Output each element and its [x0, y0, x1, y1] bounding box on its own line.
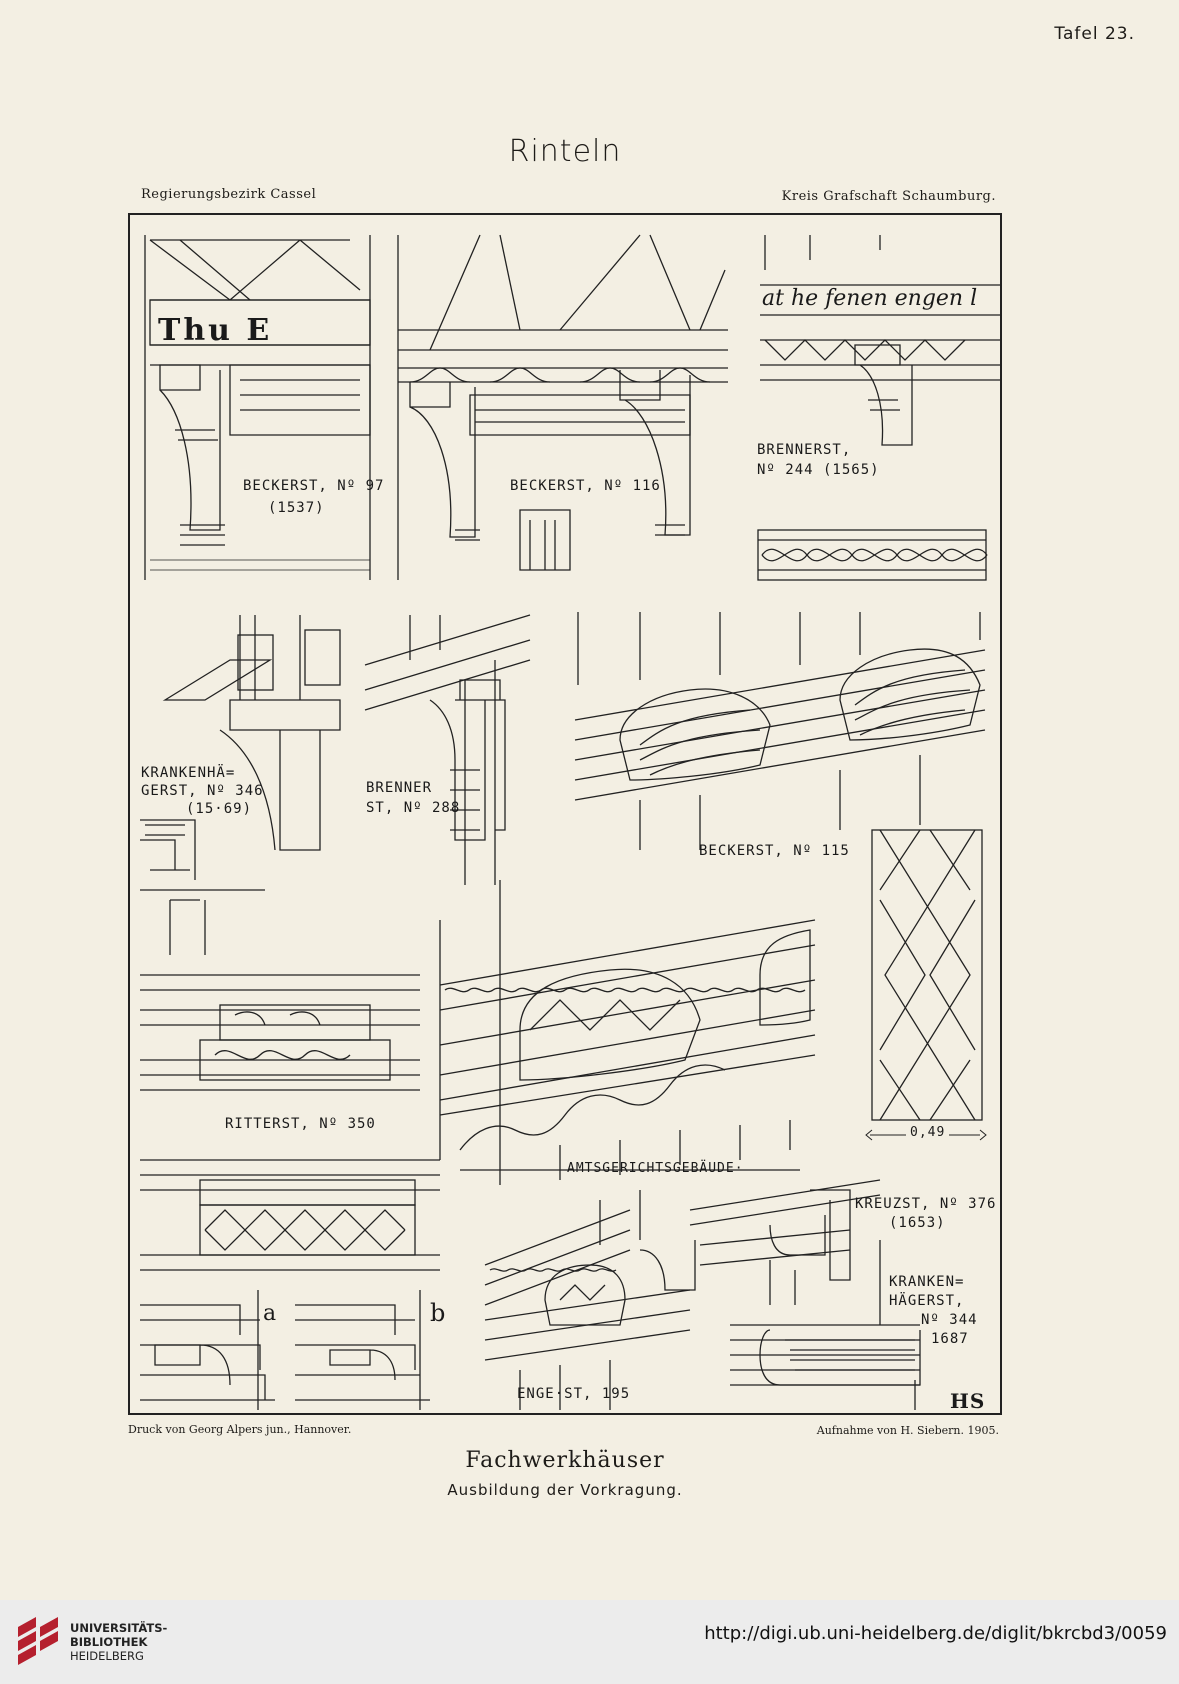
- drawing-beckerst-115: [574, 612, 986, 850]
- drawing-kreuzst-376: [689, 1179, 881, 1305]
- label-beckerst-97: BECKERST, Nº 97: [243, 478, 385, 494]
- region-left: Regierungsbezirk Cassel: [141, 187, 317, 202]
- label-detail-a: a: [263, 1301, 278, 1326]
- library-name-line3: HEIDELBERG: [70, 1649, 144, 1663]
- drawing-beckerst-97: [144, 235, 371, 580]
- drawing-amtsgericht: [439, 880, 816, 1185]
- label-brennerst-288-a: BRENNER: [366, 780, 433, 796]
- sheet-subtitle: Ausbildung der Vorkragung.: [447, 1481, 683, 1499]
- drawing-strip-0-49: [865, 829, 987, 1141]
- drawing-frame: [128, 213, 1002, 1415]
- label-krankenhaegerst-346-b: GERST, Nº 346: [141, 783, 264, 799]
- printer-credit: Druck von Georg Alpers jun., Hannover.: [128, 1423, 352, 1436]
- plate-number: Tafel 23.: [1054, 24, 1135, 44]
- region-right: Kreis Grafschaft Schaumburg.: [781, 189, 996, 204]
- label-ritterst-350: RITTERST, Nº 350: [225, 1116, 376, 1132]
- label-brennerst-288-b: ST, Nº 288: [366, 800, 461, 816]
- label-detail-b: b: [430, 1299, 447, 1327]
- drawing-details-a-b: [140, 1290, 430, 1410]
- label-enge-st-195: ENGE·ST, 195: [517, 1386, 631, 1402]
- survey-credit: Aufnahme von H. Siebern. 1905.: [816, 1424, 999, 1437]
- label-brennerst-244-a: BRENNERST,: [757, 442, 852, 458]
- label-krankenhaegerst-346-c: (15·69): [186, 801, 253, 817]
- library-name: UNIVERSITÄTS- BIBLIOTHEK HEIDELBERG: [70, 1621, 167, 1663]
- permalink-url[interactable]: http://digi.ub.uni-heidelberg.de/diglit/…: [704, 1623, 1167, 1644]
- label-kreuzst-376-a: KREUZST, Nº 376: [855, 1196, 997, 1212]
- drawing-krankenhaegerst-346: [140, 615, 341, 955]
- label-beckerst-116: BECKERST, Nº 116: [510, 478, 661, 494]
- label-kreuzst-376-b: (1653): [889, 1215, 946, 1231]
- inscription-right: at he fenen engen l: [762, 286, 978, 311]
- label-brennerst-244-b: Nº 244 (1565): [757, 462, 880, 478]
- label-krankenhaegerst-344-d: 1687: [931, 1331, 969, 1347]
- drawing-enge-st-195: [484, 1190, 696, 1410]
- drawing-brennerst-244: [757, 235, 1000, 581]
- label-krankenhaegerst-344-b: HÄGERST,: [889, 1293, 965, 1309]
- label-beckerst-115: BECKERST, Nº 115: [699, 843, 850, 859]
- inscription-left: Thu E: [158, 313, 273, 348]
- label-krankenhaegerst-344-a: KRANKEN=: [889, 1274, 965, 1290]
- label-amtsgericht: AMTSGERICHTSGEBÄUDE·: [567, 1161, 744, 1176]
- drawing-krankenhaegerst-344: [730, 1240, 921, 1410]
- sheet-title: Fachwerkhäuser: [465, 1448, 665, 1473]
- drawing-brennerst-288: [364, 614, 531, 885]
- library-name-line1: UNIVERSITÄTS-: [70, 1621, 168, 1635]
- library-logo-icon: [18, 1617, 58, 1665]
- label-krankenhaegerst-344-c: Nº 344: [921, 1312, 978, 1328]
- library-name-line2: BIBLIOTHEK: [70, 1635, 148, 1649]
- monogram: HS: [950, 1389, 986, 1413]
- library-bar: [0, 1600, 1179, 1684]
- label-measure-0-49: 0,49: [906, 1124, 950, 1141]
- drawing-ritterst-350: [140, 974, 440, 1271]
- place-title: Rinteln: [508, 134, 622, 169]
- label-krankenhaegerst-346-a: KRANKENHÄ=: [141, 765, 236, 781]
- label-beckerst-97-year: (1537): [268, 500, 325, 516]
- drawing-beckerst-116: [397, 234, 728, 580]
